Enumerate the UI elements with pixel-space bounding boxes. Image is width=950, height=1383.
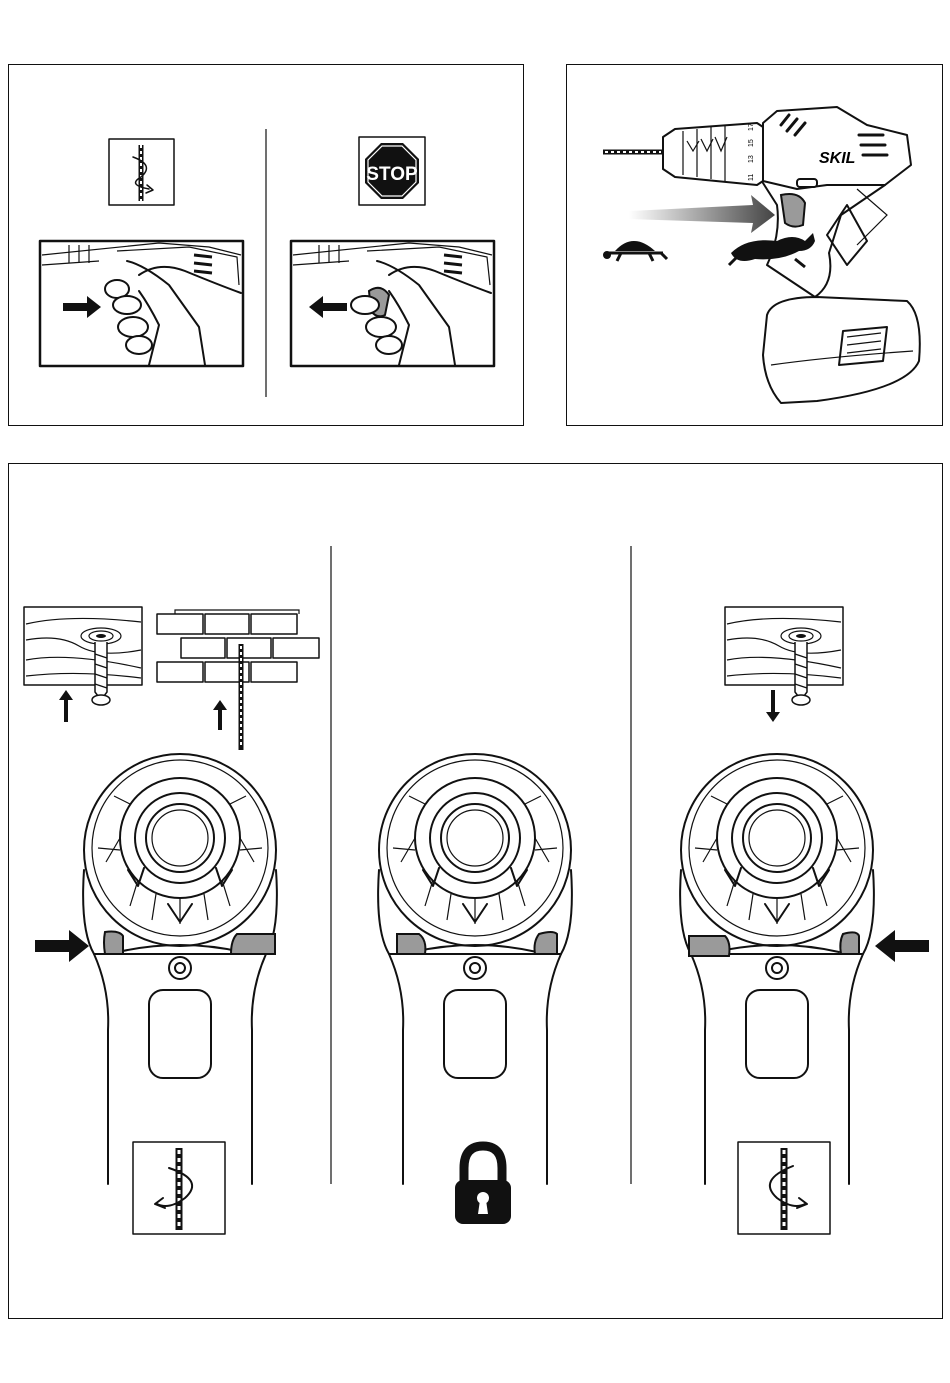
brick-wall-drill-icon [157, 610, 319, 750]
trigger-illustration: STOP [9, 65, 525, 427]
direction-illustration [9, 464, 944, 1320]
rabbit-icon [729, 233, 815, 267]
selector-left-pressed [104, 932, 123, 955]
stop-sign-icon: STOP [359, 137, 425, 205]
arrow-right-icon [63, 296, 101, 318]
selector-left [397, 934, 425, 954]
trigger-panel: STOP [8, 64, 524, 426]
direction-panel [8, 463, 943, 1319]
arrow-left-icon [875, 930, 929, 962]
forward-column [24, 607, 319, 1234]
locked-column [378, 754, 572, 1224]
speed-scale-17: 17 [748, 123, 755, 131]
arrow-right-icon [35, 930, 89, 962]
speed-scale-13: 13 [748, 155, 755, 163]
brand-logo-text: SKIL [819, 150, 855, 167]
turtle-icon [603, 241, 667, 261]
rotation-icon [109, 139, 174, 205]
selector-left [689, 936, 730, 956]
speed-scale-11: 11 [748, 174, 755, 181]
reverse-column [680, 607, 929, 1234]
speed-trigger [781, 194, 805, 227]
selector-right-pressed [840, 932, 859, 954]
wood-screw-icon [24, 607, 142, 705]
speed-scale-15: 15 [748, 139, 755, 147]
drill-speed-panel: 11 13 15 17 SKIL [566, 64, 943, 426]
wood-screw-icon [725, 607, 843, 705]
counterclockwise-rotation-icon [738, 1142, 830, 1234]
clockwise-rotation-icon [133, 1142, 225, 1234]
selector-right [535, 932, 558, 954]
drill-illustration: 11 13 15 17 SKIL [567, 65, 944, 427]
padlock-icon [455, 1146, 511, 1224]
stop-text: STOP [366, 164, 418, 185]
arrow-up-icon [213, 700, 227, 730]
selector-right [231, 934, 275, 954]
speed-increase-arrow [629, 195, 775, 233]
trigger-pressed-illustration [40, 241, 243, 366]
trigger-released-illustration [291, 241, 494, 366]
arrow-up-icon [59, 690, 73, 722]
arrow-down-icon [766, 690, 780, 722]
arrow-left-icon [309, 296, 347, 318]
